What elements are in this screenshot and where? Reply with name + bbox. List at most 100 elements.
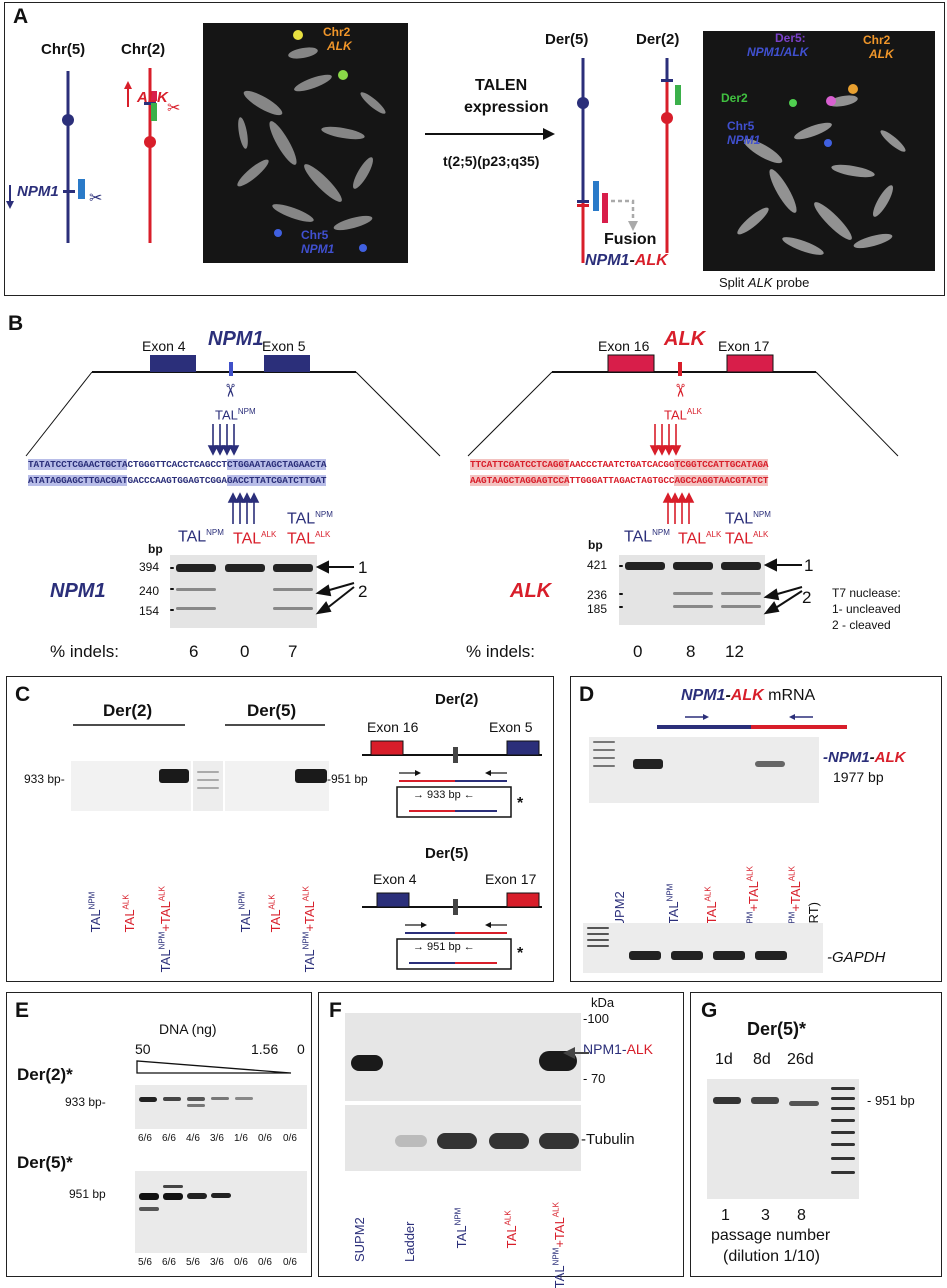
d-ladder-3 [593,757,615,759]
c-d5-box-label: → 951 bp ← [413,941,475,953]
m2-npm1-label: NPM1 [727,133,761,147]
c-der2-diagram [362,740,542,818]
alk-size-236: 236 [587,588,608,602]
npm-sequence-bottom: ATATAGGAGCTTGACGATGACCCAAGTGGAGTCGGAGACC… [28,475,327,486]
e-der2-score-1: 6/6 [138,1133,152,1144]
c-l1-sup: NPM [87,891,97,910]
npm-size-394: 394 [139,560,160,574]
fusion-label: Fusion [604,231,657,248]
alk-scissors-icon: ✂ [670,382,691,399]
c-d5-star: * [517,945,524,962]
g-time-2: 8d [753,1051,771,1068]
der5-label: Der(5) [545,31,589,48]
c-l6-sup2: ALK [301,886,311,902]
d-l5-sup2: ALK [787,866,797,882]
f-npmalk-label: NPM1-ALK [583,1041,653,1057]
npm1-arrow-label: NPM1 [17,183,59,200]
e-der2-score-5: 1/6 [234,1133,248,1144]
npm1-gel-side-label: NPM1 [50,580,106,602]
c-d2-title: Der(2) [435,691,479,708]
d-l3-tal: TAL [704,901,719,925]
alk-gene-diagram [467,354,899,457]
d-gapdh-gel [583,923,823,973]
f-k100-label: -100 [583,1011,610,1026]
d-gapdh-band-1 [629,951,661,960]
alk-lane-label-2: TALALK [678,530,721,548]
g-time-3: 26d [787,1051,814,1068]
d-lane-tal-npm: TALNPM [666,884,681,925]
g-ladder-5 [831,1131,855,1134]
npm-indels-2: 0 [240,642,250,661]
tal-alk-sup: ALK [686,407,703,416]
alk-band-l1-uncleaved [625,562,665,570]
f-tub-band-1 [437,1133,477,1149]
c-size-951: -951 bp [327,772,368,786]
alk-size-185: 185 [587,602,608,616]
alk-marker-236 [619,593,623,595]
npm1-gene-title: NPM1 [208,328,264,350]
npm-band-l3-cleaved-a [273,588,313,591]
c-l2-sup: ALK [121,894,131,910]
exon4-label: Exon 4 [142,338,186,354]
npm-band-l3-cleaved-b [273,607,313,610]
alk-lane1-sup: NPM [652,528,670,537]
c-gel-der2 [71,761,191,811]
d-l5-plus: +TAL [788,881,803,912]
npm-t7-gel [170,555,317,628]
m2-der2-label: Der2 [721,91,748,105]
c-der5-title: Der(5) [247,701,297,720]
npm-scissors-icon: ✂ [220,382,241,399]
fusion-npm1: NPM1 [585,252,630,269]
npm-lane3b-sup: ALK [315,530,331,539]
npm-seq2c: GACCTTATCGATCTTGAT [226,475,327,486]
alk-sequence-bottom: AAGTAAGCTAGGAGTCCATTGGGATTAGACTAGTGCCAGC… [470,475,769,486]
e-der5-score-1: 5/6 [138,1257,152,1268]
g-band-3 [789,1101,819,1106]
c-lane-der2-tal-npm: TALNPM [88,892,103,933]
c-gel-der5 [225,761,329,811]
c-l5-tal: TAL [268,909,283,933]
f-l5-sup2: ALK [551,1202,561,1218]
m2-chr5-label: Chr5 [727,119,755,133]
alk-lane1-tal: TAL [624,528,653,546]
svg-text:✂: ✂ [89,190,102,207]
alk-gene-title: ALK [664,328,706,350]
d-title-dash: - [725,687,731,704]
d-ladder-4 [593,765,615,767]
npm-size-240: 240 [139,584,160,598]
alk-lane-label-3b: TALALK [725,530,768,548]
e-der5-band-1b [139,1207,159,1211]
npm-lane3a-sup: NPM [315,510,333,519]
alk-size-421: 421 [587,558,608,572]
c-der5-band [295,769,327,783]
der2-label: Der(2) [636,31,680,48]
g-ladder-4 [831,1119,855,1122]
e-der2-score-6: 0/6 [258,1133,272,1144]
npm-lane3b-tal: TAL [287,530,316,548]
d-gladder-1 [587,927,609,929]
e-der5-band-2 [163,1185,183,1188]
d-gapdh-band-3 [713,951,745,960]
g-ladder-6 [831,1143,855,1146]
f-lane-supm2: SUPM2 [352,1217,367,1262]
e-der2-score-4: 3/6 [210,1133,224,1144]
d-title-mrna: mRNA [763,687,816,704]
c-d5-exon17: Exon 17 [485,871,537,887]
f-lane-tal-npm: TALNPM [454,1208,469,1249]
d-ladder-2 [593,749,615,751]
npm-bp-label: bp [148,542,163,556]
f-npmalk-alk: ALK [626,1041,654,1057]
npm-lane3a-tal: TAL [287,510,316,528]
g-passage-label: passage number [711,1227,831,1244]
c-d2-star: * [517,795,524,812]
e-der2-score-7: 0/6 [283,1133,297,1144]
alk-band-l3-cleaved-b [721,605,761,608]
npm-lane2-sup: ALK [261,530,277,539]
d-band-npm1: -NPM1 [823,749,870,766]
alk-seq1c: TCGGTCCATTGCATAGA [674,459,769,470]
c-d2-exon16: Exon 16 [367,719,419,735]
d-gapdh-band-2 [671,951,703,960]
alk-seq2c: AGCCAGGTAACGTATCT [674,475,769,486]
e-der2-band-3b [187,1104,205,1107]
d-ladder-1 [593,741,615,743]
